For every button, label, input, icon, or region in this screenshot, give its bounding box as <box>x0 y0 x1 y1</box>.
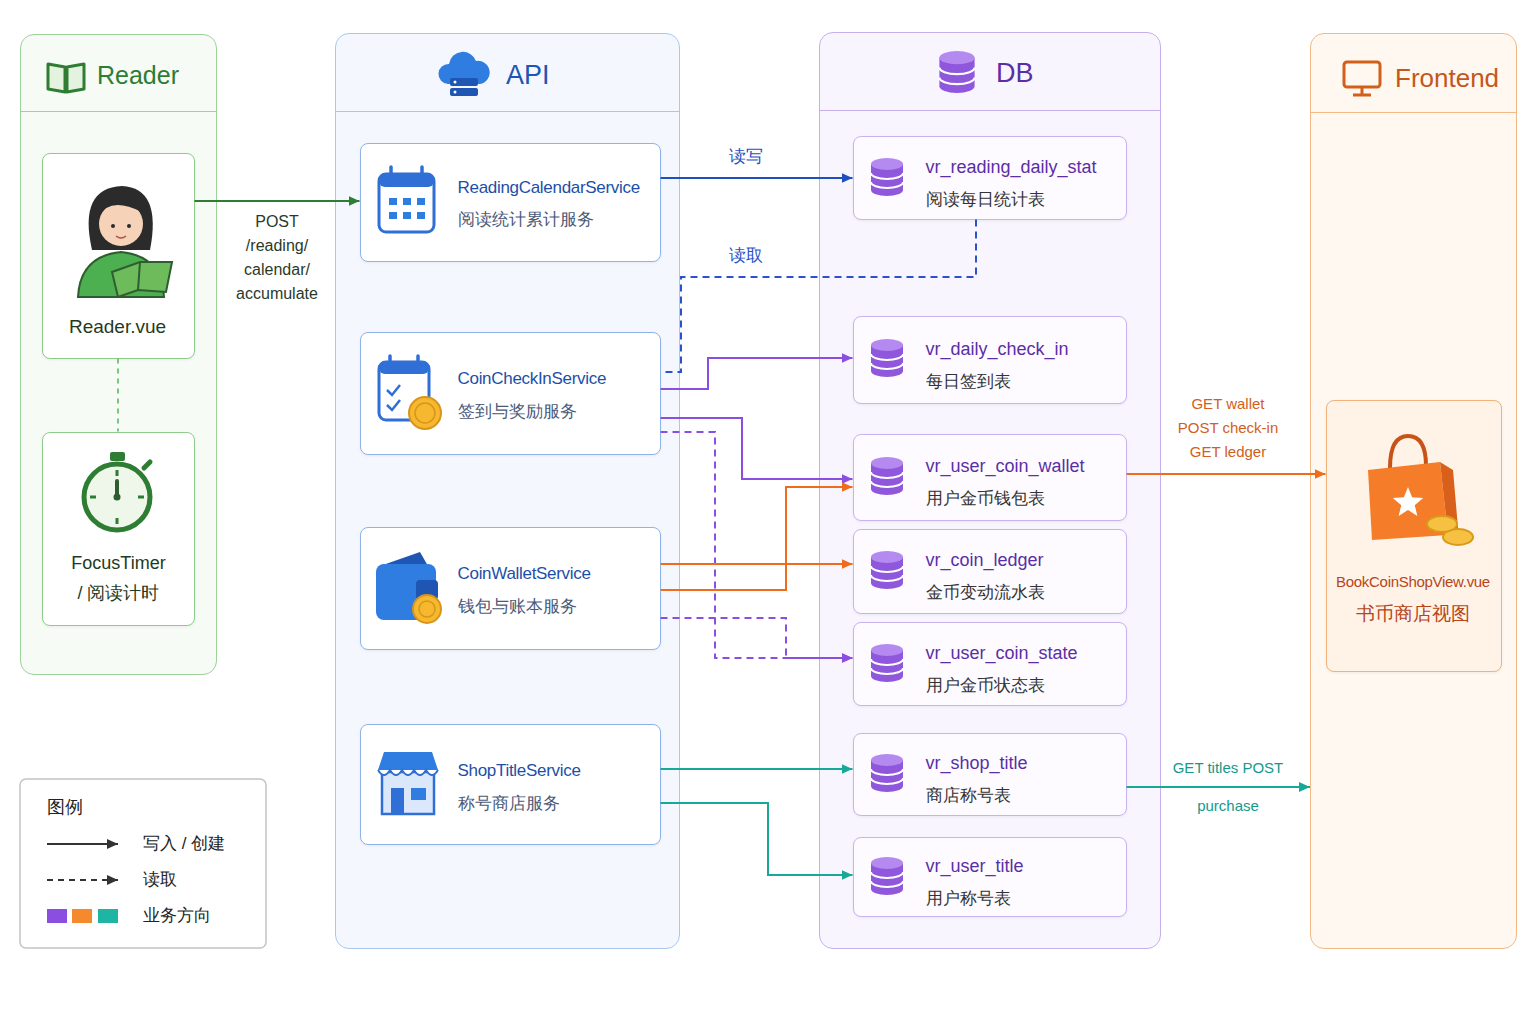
node-title: vr_coin_ledger <box>926 548 1124 572</box>
edge-label: 读取 <box>716 244 776 268</box>
legend-text: 业务方向 <box>143 904 253 928</box>
swimlane-panel: API ReadingCalendarService 阅读统计累计服务 CoinChe… <box>335 33 680 949</box>
legend-box <box>20 779 266 948</box>
service-box: CoinCheckInService 签到与奖励服务 <box>360 332 661 455</box>
table-box: vr_daily_check_in 每日签到表 <box>853 316 1127 404</box>
node-title: vr_user_coin_state <box>926 641 1124 665</box>
node-title: vr_reading_daily_stat <box>926 155 1124 179</box>
node-title: CoinCheckInService <box>458 367 658 391</box>
node-title: ShopTitleService <box>458 759 658 783</box>
connector <box>661 220 977 373</box>
connector <box>661 432 853 658</box>
node-title: Reader.vue <box>43 314 193 340</box>
legend-box-part <box>47 843 118 845</box>
panel-header-divider <box>1311 112 1516 113</box>
table-box: vr_reading_daily_stat 阅读每日统计表 <box>853 136 1127 220</box>
node-title: vr_user_title <box>926 854 1124 878</box>
node-subtitle: 阅读每日统计表 <box>926 188 1124 212</box>
node-subtitle: 金币变动流水表 <box>926 581 1124 605</box>
panel-header-divider <box>336 111 679 112</box>
table-box: vr_user_coin_state 用户金币状态表 <box>853 622 1127 706</box>
node-title: Reader <box>97 57 212 93</box>
legend-text: 读取 <box>143 868 253 892</box>
edge-label: GET wallet POST check-in GET ledger <box>1172 392 1284 464</box>
panel-header-divider <box>21 111 216 112</box>
service-box: CoinWalletService 钱包与账本服务 <box>360 527 661 650</box>
edge-label: 读写 <box>716 145 776 169</box>
node-title: DB <box>996 55 1096 91</box>
node-title: BookCoinShopView.vue <box>1327 571 1500 593</box>
node-subtitle: 用户金币钱包表 <box>926 487 1124 511</box>
connector <box>1127 786 1311 788</box>
table-box: vr_shop_title 商店称号表 <box>853 733 1127 816</box>
table-box: vr_user_coin_wallet 用户金币钱包表 <box>853 434 1127 521</box>
connector <box>661 487 853 590</box>
node-subtitle: 阅读统计累计服务 <box>458 208 658 232</box>
node-title: vr_user_coin_wallet <box>926 454 1124 478</box>
swimlane-panel: DB vr_reading_daily_stat 阅读每日统计表 vr_daily_c… <box>819 32 1161 949</box>
node-subtitle: 用户金币状态表 <box>926 674 1124 698</box>
legend-box-part <box>98 909 118 923</box>
legend-title: 图例 <box>47 795 167 819</box>
connector <box>661 768 853 770</box>
node-subtitle: 每日签到表 <box>926 370 1124 394</box>
node-title: API <box>506 57 606 93</box>
legend-box-part <box>72 909 92 923</box>
node-subtitle: 用户称号表 <box>926 887 1124 911</box>
node-title: ReadingCalendarService <box>458 176 658 200</box>
node-subtitle: 签到与奖励服务 <box>458 400 658 424</box>
legend-swatch <box>47 909 67 923</box>
connector <box>661 563 853 565</box>
swimlane-panel: ReaderReader.vueFocusTimer / 阅读计时 <box>20 34 217 675</box>
node-subtitle: 称号商店服务 <box>458 792 658 816</box>
connector <box>661 803 853 875</box>
view-box: BookCoinShopView.vue 书币商店视图 <box>1326 400 1502 672</box>
node-subtitle: 钱包与账本服务 <box>458 595 658 619</box>
connector <box>661 358 853 389</box>
edge-label: POST /reading/ calendar/ accumulate <box>231 210 323 306</box>
connector <box>117 359 119 432</box>
node-title: CoinWalletService <box>458 562 658 586</box>
legend-box-part <box>20 779 266 948</box>
legend-text: 写入 / 创建 <box>143 832 253 856</box>
service-box: ShopTitleService 称号商店服务 <box>360 724 661 845</box>
connector <box>195 200 360 202</box>
node-title: vr_daily_check_in <box>926 337 1124 361</box>
table-box: vr_user_title 用户称号表 <box>853 837 1127 917</box>
panel-header-divider <box>820 110 1160 111</box>
connector <box>661 418 853 479</box>
connector <box>1127 473 1326 475</box>
component-box: Reader.vue <box>42 153 195 359</box>
swimlane-panel: FrontendBookCoinShopView.vue 书币商店视图 <box>1310 33 1517 949</box>
node-subtitle: 商店称号表 <box>926 784 1124 808</box>
connector <box>661 618 853 658</box>
node-title: FocusTimer / 阅读计时 <box>69 548 169 608</box>
component-box: FocusTimer / 阅读计时 <box>42 432 195 626</box>
service-box: ReadingCalendarService 阅读统计累计服务 <box>360 143 661 262</box>
connector <box>661 177 853 179</box>
node-title: Frontend <box>1395 60 1515 96</box>
legend-box-part <box>47 879 118 881</box>
node-title: vr_shop_title <box>926 751 1124 775</box>
table-box: vr_coin_ledger 金币变动流水表 <box>853 529 1127 614</box>
node-subtitle: 书币商店视图 <box>1327 601 1500 627</box>
edge-label: GET titles POST purchase <box>1171 749 1285 825</box>
